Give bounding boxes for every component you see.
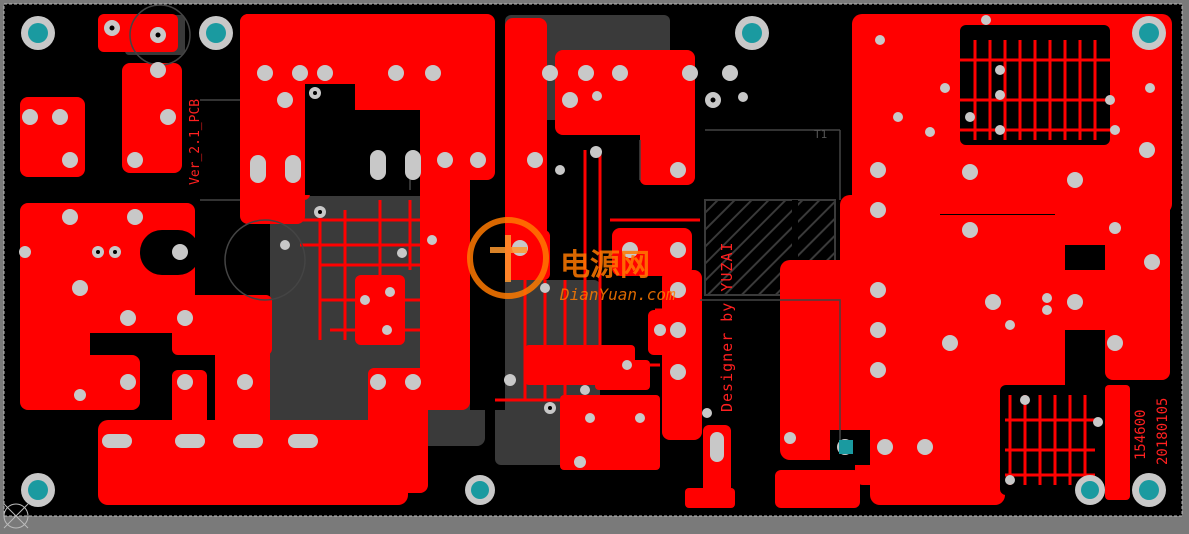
slot-pads — [102, 150, 724, 462]
fine-traces — [300, 40, 1110, 485]
mounting-hole — [199, 16, 233, 50]
date-label: 20180105 — [1155, 398, 1171, 465]
mounting-hole — [1075, 475, 1105, 505]
mounting-hole — [735, 16, 769, 50]
designer-label: Designer by YUZAI — [718, 241, 736, 412]
watermark-en: DianYuan.com — [559, 285, 676, 304]
mounting-holes — [21, 16, 1166, 507]
watermark: 电源网 DianYuan.com — [467, 217, 676, 304]
version-label: Ver_2.1_PCB — [188, 99, 203, 185]
pad-holes — [96, 25, 716, 410]
mounting-hole — [21, 16, 55, 50]
serial-label: 154600 — [1133, 409, 1149, 460]
mounting-hole — [1132, 473, 1166, 507]
through-hole-pads — [19, 15, 1160, 485]
mounting-hole — [1132, 16, 1166, 50]
square-pad — [839, 440, 853, 454]
watermark-logo-icon — [490, 235, 527, 282]
origin-marker-icon — [3, 503, 29, 529]
transformer-designator: T1 — [814, 128, 827, 141]
mounting-hole — [21, 473, 55, 507]
watermark-cn: 电源网 — [560, 248, 650, 283]
mounting-hole — [465, 475, 495, 505]
